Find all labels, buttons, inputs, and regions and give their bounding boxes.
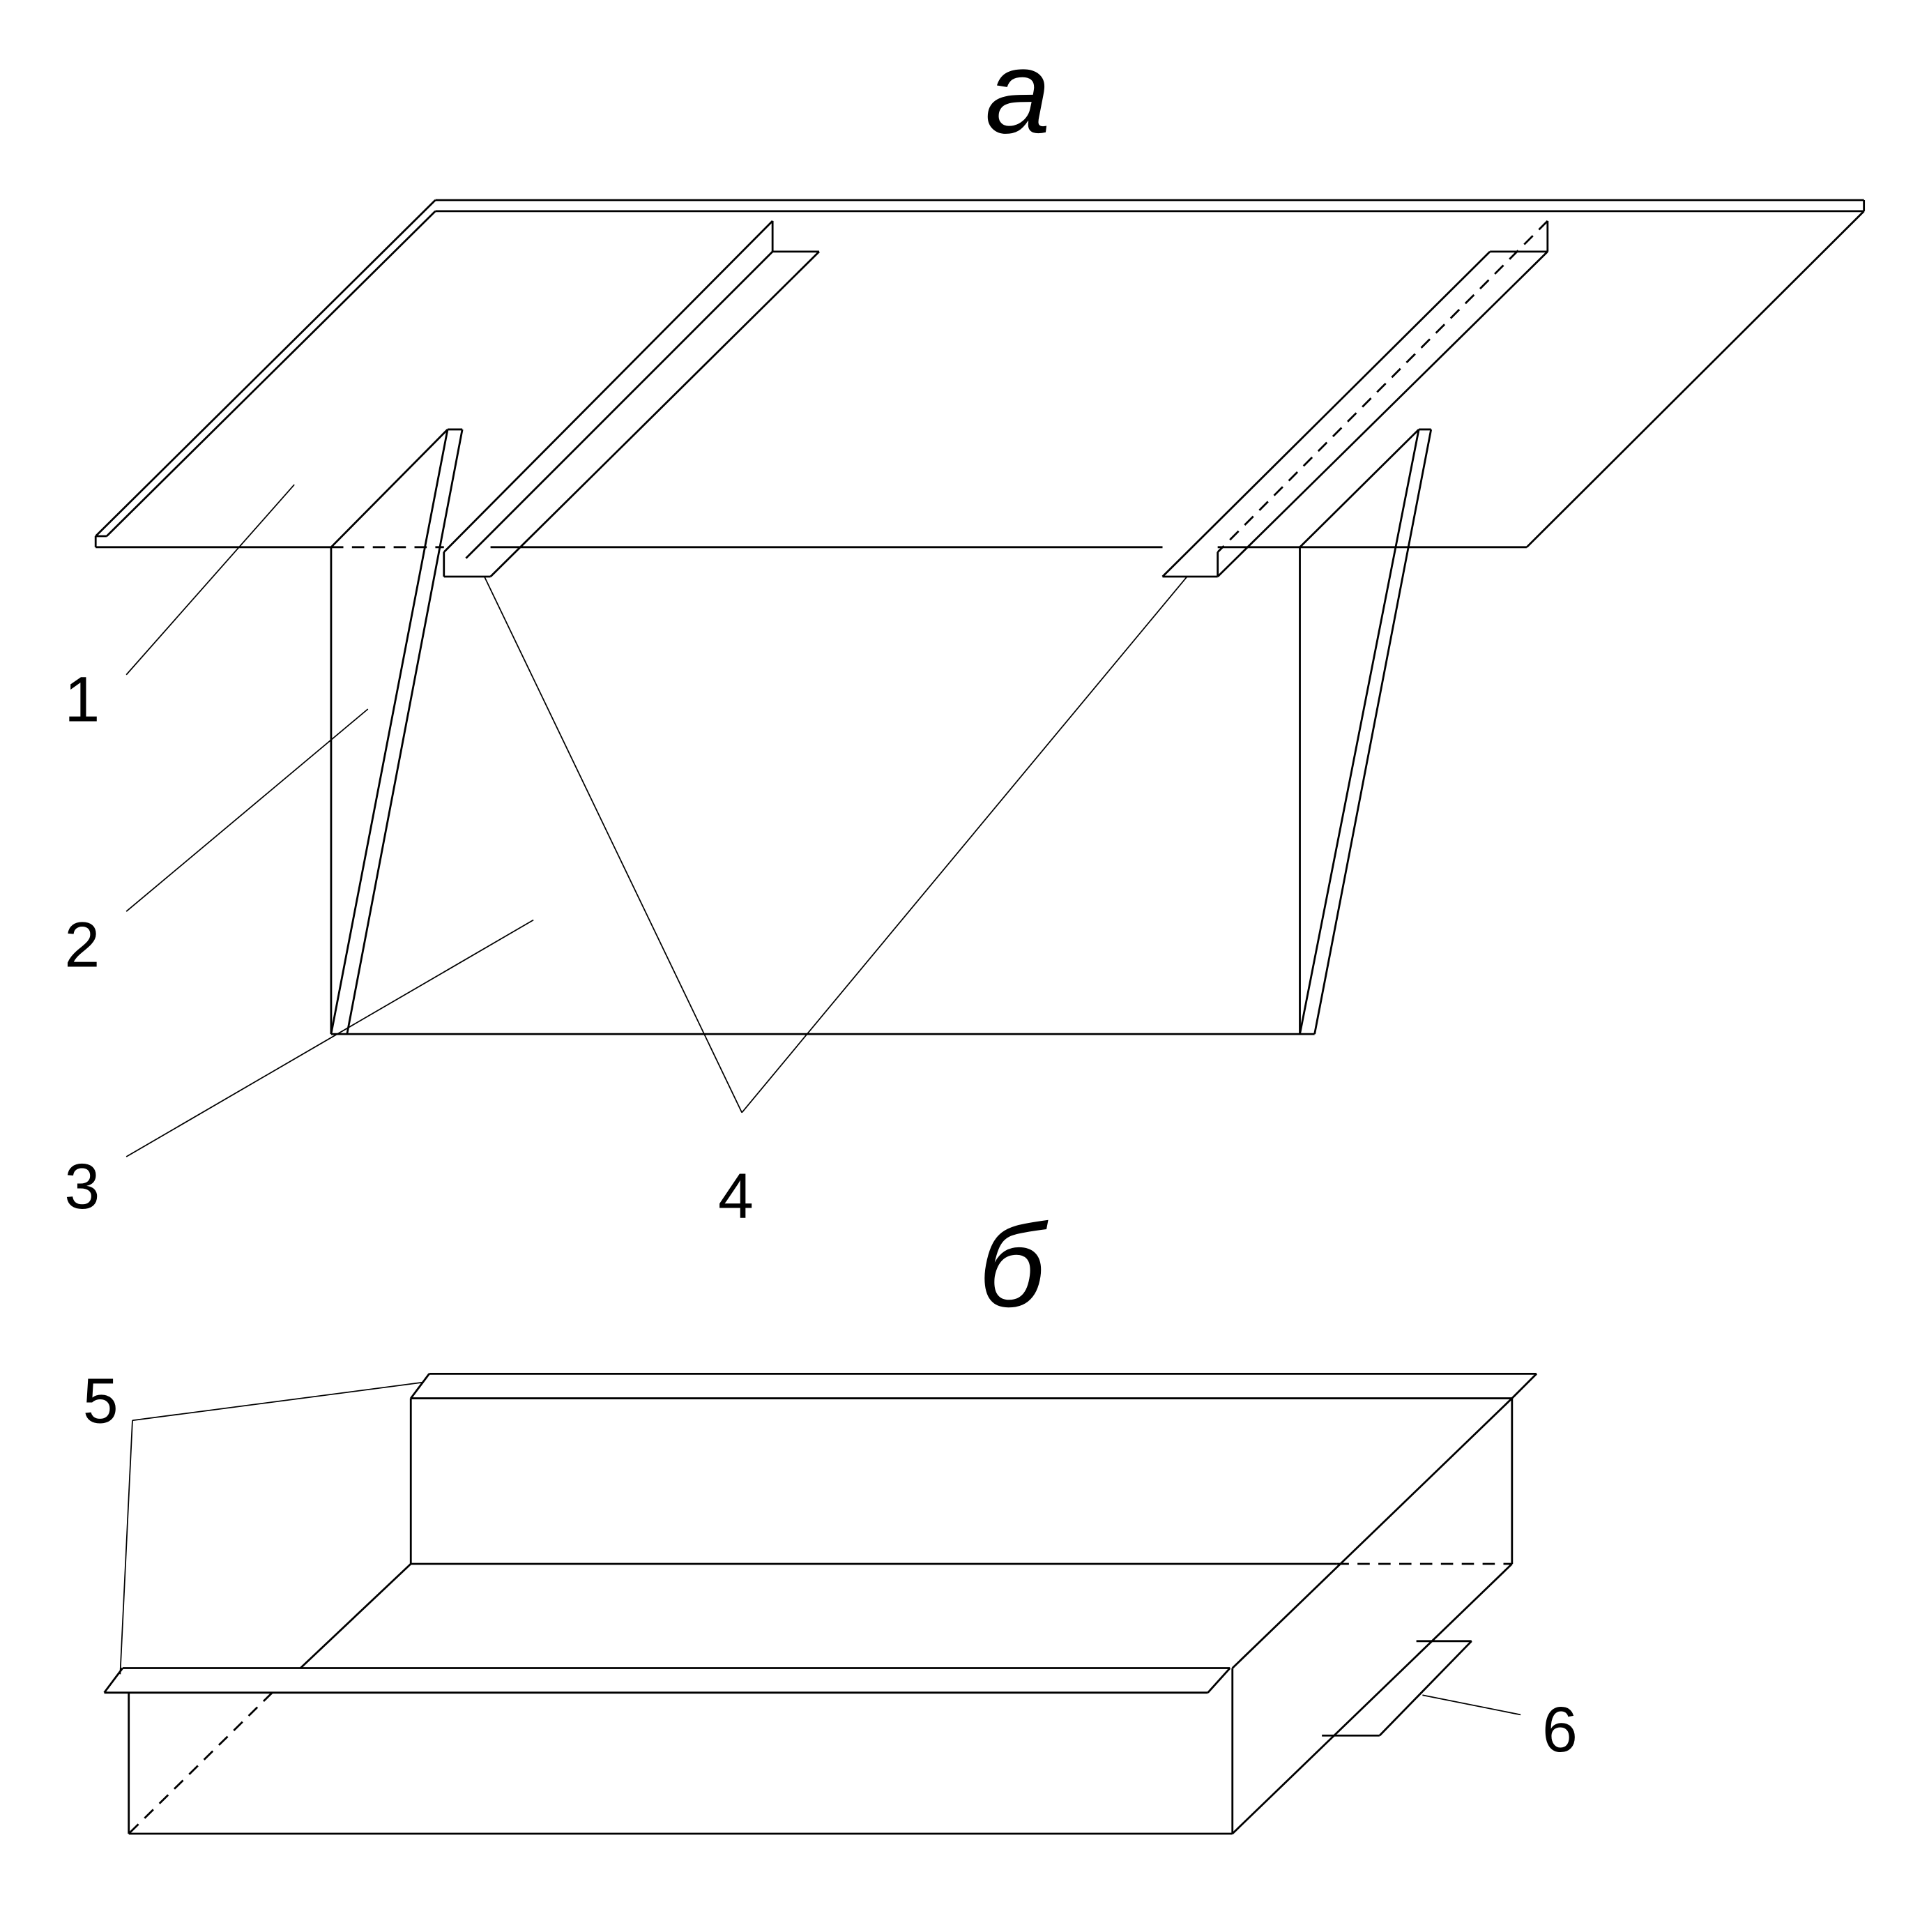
channel-left-4 xyxy=(443,220,820,578)
tray-back-wall xyxy=(299,1372,1537,1669)
callout-5: 5 xyxy=(83,1366,119,1437)
channel-right-4 xyxy=(1161,220,1549,578)
callout-3: 3 xyxy=(64,1151,100,1222)
panel-b-label: б xyxy=(979,1200,1049,1332)
tray-front-wall xyxy=(103,1562,1513,1835)
callout-4: 4 xyxy=(718,1161,754,1232)
callout-6: 6 xyxy=(1542,1694,1578,1765)
side-walls-2 xyxy=(330,428,1433,1035)
panel-a-label: а xyxy=(985,26,1051,158)
leader-lines-a xyxy=(125,484,1188,1157)
tab-6 xyxy=(1322,1640,1472,1737)
top-plate-1 xyxy=(94,199,1866,549)
callout-1: 1 xyxy=(64,664,100,736)
callout-2: 2 xyxy=(64,909,100,980)
leader-lines-b xyxy=(119,1381,1521,1716)
